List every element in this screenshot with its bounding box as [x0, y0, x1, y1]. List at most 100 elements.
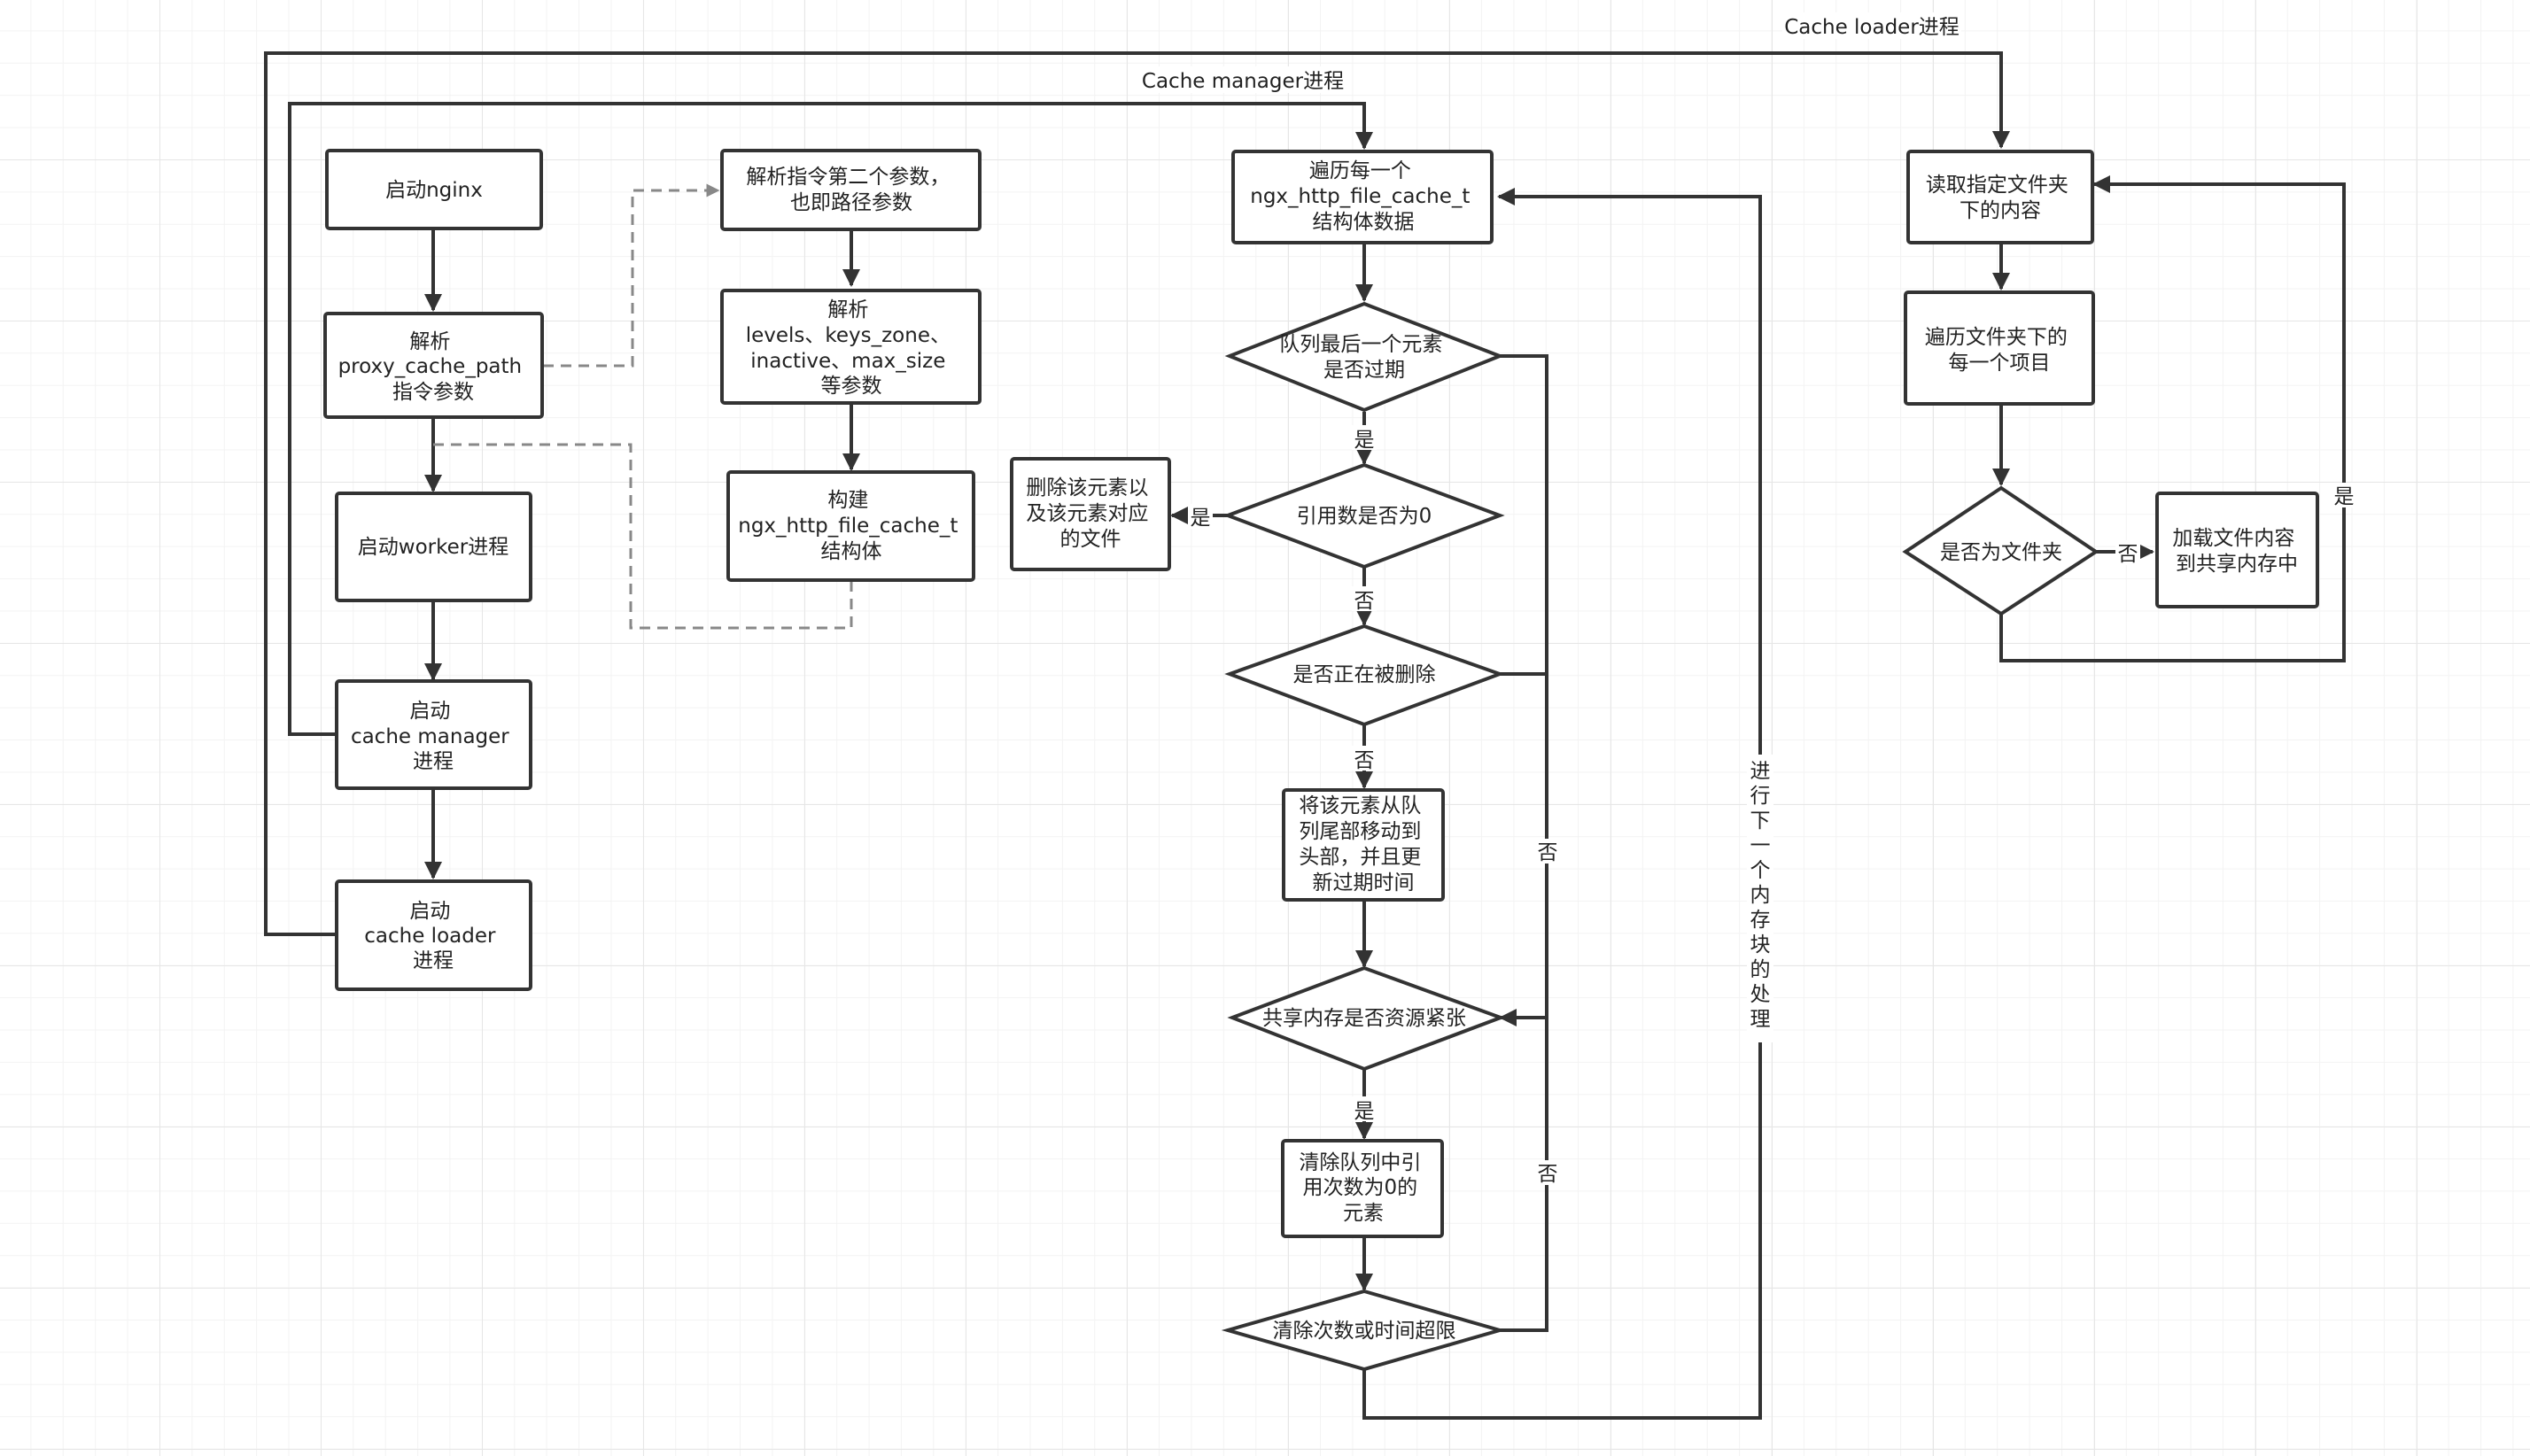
node-load-file	[2155, 492, 2319, 608]
node-move-line-2: 列尾部移动到	[1299, 820, 1421, 843]
vertical-label-char: 一	[1750, 834, 1771, 857]
node-parse-second-param-text: 解析指令第二个参数， 也即路径参数	[746, 166, 956, 214]
vertical-label-char: 个	[1750, 859, 1771, 882]
vertical-label-char: 理	[1750, 1008, 1771, 1031]
node-second-line-1: 解析指令第二个参数，	[746, 166, 950, 189]
vertical-label-char: 的	[1750, 958, 1771, 981]
node-is-folder-line: 是否为文件夹	[1940, 541, 2062, 564]
node-items-line-2: 每一个项目	[1949, 352, 2051, 375]
node-move-to-head-text: 将该元素从队 列尾部移动到 头部，并且更 新过期时间	[1299, 794, 1427, 895]
node-load-line-1: 加载文件内容	[2172, 527, 2294, 550]
node-load-file-text: 加载文件内容 到共享内存中	[2172, 527, 2301, 576]
edge-dashed-to-parse-second	[543, 183, 720, 368]
edge-loader-branch	[264, 51, 2010, 936]
node-loader-line-1: 启动	[409, 900, 450, 923]
label-limit-no: 否	[1538, 1163, 1558, 1186]
node-is-folder-text: 是否为文件夹	[1940, 541, 2062, 564]
node-read-line-2: 下的内容	[1960, 199, 2041, 222]
node-delete-element	[1010, 457, 1171, 571]
node-start-nginx-line: 启动nginx	[385, 179, 483, 202]
edge-folder-yes-loop	[1999, 175, 2346, 662]
node-build-line-2: ngx_http_file_cache_t	[738, 515, 958, 538]
node-params-line-2: levels、keys_zone、	[746, 324, 951, 347]
label-bg-ref-no	[1352, 586, 1377, 611]
node-expired-line-1: 队列最后一个元素	[1279, 333, 1442, 356]
label-folder-yes: 是	[2334, 485, 2355, 508]
node-build-struct-text: 构建 ngx_http_file_cache_t 结构体	[738, 489, 964, 563]
node-parse-line-1: 解析	[409, 330, 450, 353]
vertical-label-char: 存	[1750, 909, 1771, 932]
node-clear-limit-line: 清除次数或时间超限	[1273, 1320, 1456, 1343]
node-start-cache-loader	[335, 879, 532, 991]
node-traverse-items-text: 遍历文件夹下的 每一个项目	[1925, 326, 2074, 375]
node-start-worker-line: 启动worker进程	[358, 536, 508, 559]
node-move-line-1: 将该元素从队	[1299, 794, 1421, 817]
node-load-line-2: 到共享内存中	[2176, 553, 2298, 576]
node-parse-params	[720, 289, 982, 405]
vertical-label-char: 块	[1750, 933, 1771, 956]
node-second-line-2: 也即路径参数	[790, 191, 912, 214]
edge-expired-no-to-shm	[1499, 354, 1548, 1026]
node-delete-line-2: 及该元素对应	[1026, 502, 1148, 525]
node-delete-line-3: 的文件	[1060, 528, 1121, 551]
node-manager-line-1: 启动	[409, 700, 450, 723]
label-shm-yes: 是	[1354, 1100, 1375, 1123]
node-being-deleted-line: 是否正在被删除	[1293, 663, 1436, 686]
edge-manager-branch	[288, 102, 1373, 736]
node-traverse-items	[1904, 290, 2095, 406]
label-next-block: 进行下一个内存块的处理	[1750, 760, 1771, 1031]
edge-next-block-loop	[1362, 188, 1762, 1420]
node-clear-limit-decision	[1221, 1289, 1507, 1372]
node-clear-zero-ref	[1281, 1139, 1444, 1238]
label-bg-expired-yes	[1352, 425, 1377, 450]
node-shm-tight-line: 共享内存是否资源紧张	[1262, 1007, 1466, 1030]
node-expired-line-2: 是否过期	[1323, 359, 1405, 382]
label-bg-folder-yes	[2332, 483, 2356, 507]
label-cache-manager-process: Cache manager进程	[1142, 70, 1344, 93]
label-bg-next-block	[1747, 755, 1773, 1042]
node-start-worker	[335, 492, 532, 602]
label-ref-no: 否	[1354, 590, 1375, 613]
node-being-deleted-decision	[1224, 623, 1505, 727]
node-params-line-4: 等参数	[821, 375, 882, 398]
node-clear-line-3: 元素	[1343, 1202, 1384, 1225]
node-ref-zero-text: 引用数是否为0	[1297, 505, 1432, 528]
node-parse-second-param	[720, 149, 982, 231]
node-delete-element-text: 删除该元素以 及该元素对应 的文件	[1026, 476, 1154, 551]
node-shm-tight-text: 共享内存是否资源紧张	[1262, 1007, 1466, 1030]
node-params-line-1: 解析	[827, 298, 868, 321]
label-being-deleted-no: 否	[1354, 749, 1375, 772]
node-start-cache-manager	[335, 679, 532, 790]
node-last-expired-text: 队列最后一个元素 是否过期	[1279, 333, 1448, 382]
node-ref-zero-decision	[1222, 462, 1505, 569]
node-manager-line-2: cache manager	[351, 725, 509, 748]
label-bg-cache-loader	[1782, 12, 1961, 39]
node-last-expired-decision	[1224, 301, 1505, 413]
vertical-label-char: 行	[1750, 785, 1771, 808]
node-move-to-head	[1282, 788, 1445, 902]
label-bg-being-deleted-no	[1352, 746, 1377, 771]
vertical-label-char: 下	[1750, 809, 1771, 833]
node-start-worker-text: 启动worker进程	[358, 536, 508, 559]
node-parse-proxy-cache-path	[323, 312, 544, 419]
node-start-cache-manager-text: 启动 cache manager 进程	[351, 700, 516, 773]
vertical-label-char: 进	[1750, 760, 1771, 783]
node-traverse-line-1: 遍历每一个	[1309, 159, 1411, 182]
vertical-label-char: 处	[1750, 983, 1771, 1006]
node-loader-line-2: cache loader	[364, 925, 496, 948]
node-start-cache-loader-text: 启动 cache loader 进程	[364, 900, 502, 972]
vertical-label-char: 内	[1750, 884, 1771, 907]
node-move-line-3: 头部，并且更	[1299, 846, 1421, 869]
node-traverse-line-3: 结构体数据	[1313, 211, 1415, 234]
node-build-struct	[726, 470, 975, 582]
label-folder-no: 否	[2118, 543, 2138, 566]
node-parse-line-3: 指令参数	[392, 381, 474, 404]
node-items-line-1: 遍历文件夹下的	[1925, 326, 2068, 349]
label-expired-yes: 是	[1354, 429, 1375, 452]
node-delete-line-1: 删除该元素以	[1026, 476, 1148, 500]
label-cache-loader-process: Cache loader进程	[1784, 16, 1960, 39]
node-read-folder	[1906, 150, 2094, 244]
node-parse-params-text: 解析 levels、keys_zone、 inactive、max_size 等…	[746, 298, 958, 398]
label-bg-folder-no	[2115, 540, 2140, 565]
